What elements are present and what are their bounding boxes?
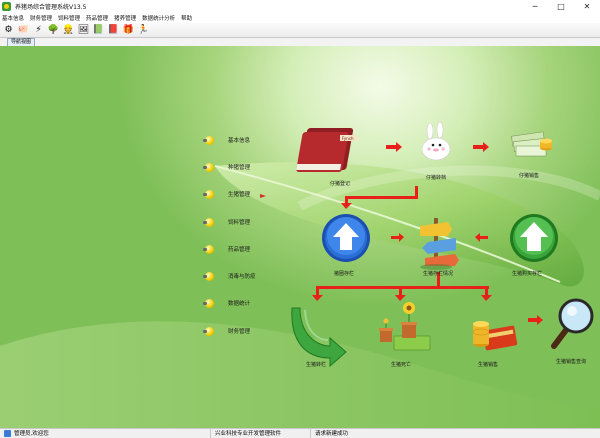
bulb-icon	[203, 217, 214, 227]
book-icon[interactable]: 📕	[107, 24, 120, 35]
label-piglet-sale: 仔猪销售	[519, 173, 540, 179]
label-pig-sale: 生猪销售	[478, 362, 499, 368]
pig-buy-icon[interactable]	[510, 214, 558, 262]
menu-medicine[interactable]: 药品管理	[86, 16, 109, 22]
menu-pig-raising[interactable]: 猪养管理	[114, 16, 137, 22]
bulb-icon	[203, 244, 214, 254]
bulb-icon	[203, 189, 214, 199]
pigs-icon[interactable]: 🐖	[17, 24, 30, 35]
window-title: 养猪场综合管理系统V13.5	[15, 4, 87, 11]
gift-icon[interactable]: 🎁	[122, 24, 135, 35]
nav-label: 饲料管理	[228, 220, 251, 226]
navigation-view: Fynch	[0, 46, 600, 428]
label-pig-transfer: 生猪转栏	[306, 362, 327, 368]
picture-icon[interactable]: 🖼	[77, 24, 90, 35]
register-book-text: Fynch	[342, 136, 354, 141]
pig-query-icon[interactable]	[551, 298, 594, 349]
nav-label: 种猪管理	[228, 165, 251, 171]
status-bar: 管理员,欢迎您 兴业科技专业开发管理软件 请求新建成功	[0, 428, 600, 438]
pig-transfer-icon[interactable]	[291, 307, 347, 368]
nav-label: 药品管理	[228, 247, 251, 253]
tab-strip: 导航视图	[0, 38, 600, 46]
user-icon	[4, 430, 11, 437]
label-register: 仔猪登记	[330, 181, 351, 187]
bulb-icon	[203, 298, 214, 308]
bulb-icon	[203, 135, 214, 145]
close-button[interactable]: ✕	[583, 2, 591, 11]
flow-arrows	[312, 142, 543, 325]
lightning-icon[interactable]: ⚡	[35, 24, 42, 35]
pig-death-icon[interactable]	[379, 302, 431, 351]
piglet-sale-icon[interactable]	[511, 131, 552, 157]
nav-label: 生猪管理	[228, 192, 251, 198]
nav-label: 基本信息	[228, 138, 251, 144]
register-book-icon[interactable]: Fynch	[296, 128, 358, 172]
menu-feed[interactable]: 饲料管理	[58, 16, 81, 22]
nav-item-finance[interactable]: 财务管理	[203, 325, 251, 337]
tab-navigation-view[interactable]: 导航视图	[7, 38, 36, 46]
label-pig-buy: 生猪购买存栏	[512, 271, 543, 277]
nav-item-breeding-pig[interactable]: 种猪管理	[203, 161, 251, 173]
nav-label: 财务管理	[228, 329, 251, 335]
nav-label: 数据统计	[228, 301, 251, 307]
gear-icon[interactable]: ⚙	[4, 24, 13, 35]
status-user: 管理员,欢迎您	[0, 429, 210, 438]
piglet-transfer-icon[interactable]	[421, 121, 451, 161]
menu-basic-info[interactable]: 基本信息	[2, 16, 25, 22]
app-icon	[2, 2, 11, 11]
pig-in-icon[interactable]	[322, 214, 370, 262]
nav-item-medicine[interactable]: 药品管理	[203, 243, 251, 255]
minimize-button[interactable]: ─	[532, 2, 538, 11]
nav-item-pig-management[interactable]: 生猪管理	[203, 188, 251, 200]
runner-icon[interactable]: 🏃	[137, 24, 150, 35]
menu-finance[interactable]: 财务管理	[30, 16, 53, 22]
window-controls: ─ □ ✕	[522, 0, 600, 13]
maximize-button[interactable]: □	[557, 2, 565, 11]
nav-label: 消毒与防疫	[228, 274, 256, 280]
tree-icon[interactable]: 🌳	[47, 24, 60, 35]
menu-statistics[interactable]: 数据统计分析	[142, 16, 176, 22]
nav-item-statistics[interactable]: 数据统计	[203, 297, 251, 309]
bulb-icon	[203, 271, 214, 281]
bulb-icon	[203, 162, 214, 172]
label-pig-death: 生猪死亡	[391, 362, 412, 368]
toolbar: ⚙ 🐖 ⚡ 🌳 👷 🖼 📗 📕 🎁 🏃	[0, 23, 600, 38]
notebook-icon[interactable]: 📗	[92, 24, 105, 35]
menu-help[interactable]: 帮助	[181, 16, 193, 22]
pig-sale-icon[interactable]	[472, 321, 518, 351]
label-pig-stock: 生猪存栏情况	[423, 271, 454, 277]
menu-bar: 基本信息 财务管理 饲料管理 药品管理 猪养管理 数据统计分析 帮助	[0, 13, 600, 23]
pig-stock-icon[interactable]	[420, 218, 459, 270]
status-user-label: 管理员,欢迎您	[14, 430, 49, 437]
title-bar: 养猪场综合管理系统V13.5 ─ □ ✕	[0, 0, 600, 13]
nav-item-basic-info[interactable]: 基本信息	[203, 134, 251, 146]
bulb-icon	[203, 326, 214, 336]
label-pig-in: 猪圈存栏	[334, 271, 355, 277]
status-company: 兴业科技专业开发管理软件	[210, 428, 310, 438]
status-message: 请求新建成功	[310, 428, 352, 438]
nav-item-feed[interactable]: 饲料管理	[203, 216, 251, 228]
worker-icon[interactable]: 👷	[62, 24, 75, 35]
nav-item-disinfection[interactable]: 消毒与防疫	[203, 270, 256, 282]
label-piglet-transfer: 仔猪转档	[426, 175, 447, 181]
label-pig-query: 生猪销售查询	[556, 359, 587, 365]
background-graphics: Fynch	[0, 121, 600, 428]
